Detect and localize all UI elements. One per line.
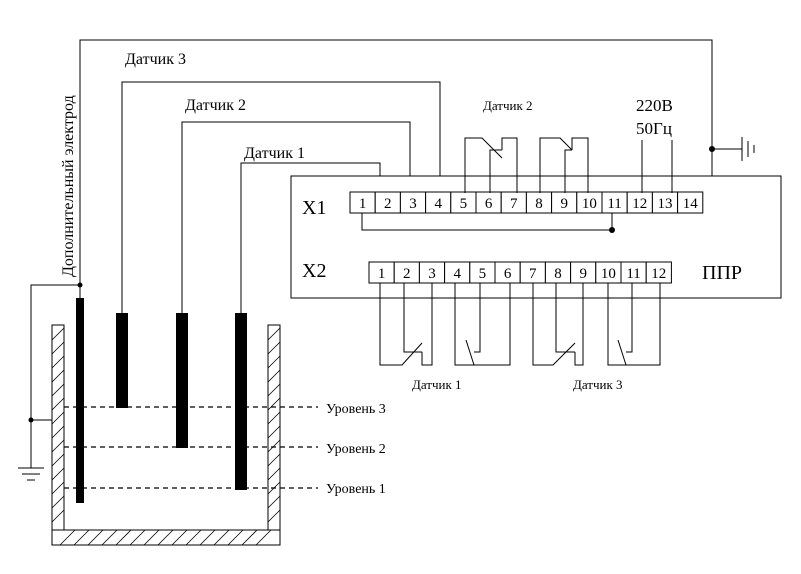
x2-terminal-label-5: 5 — [479, 266, 487, 282]
tank — [51, 324, 281, 546]
extra-electrode-label: Дополнительный электрод — [60, 95, 77, 277]
connector-x2-label: X2 — [302, 260, 326, 282]
x1-terminal-label-5: 5 — [460, 196, 468, 212]
x2-terminal-label-4: 4 — [453, 266, 461, 282]
extra-electrode — [76, 298, 84, 503]
x1-terminal-label-3: 3 — [409, 196, 417, 212]
power-supply — [641, 137, 755, 193]
x1-terminal-label-2: 2 — [384, 196, 392, 212]
x2-terminal-label-8: 8 — [554, 266, 562, 282]
supply-frequency-label: 50Гц — [636, 119, 672, 138]
x2-terminal-label-1: 1 — [378, 266, 386, 282]
x2-terminal-label-12: 12 — [651, 266, 666, 282]
electrode-sensor-2 — [176, 313, 188, 448]
x2-terminal-12 — [645, 261, 672, 284]
level-1-label: Уровень 1 — [326, 482, 386, 497]
x1-terminal-label-8: 8 — [535, 196, 543, 212]
x2-terminal-label-11: 11 — [626, 266, 640, 282]
x2-terminal-label-2: 2 — [403, 266, 411, 282]
sensor-3-label: Датчик 3 — [125, 51, 186, 68]
electrode-sensor-1 — [235, 313, 247, 490]
level-2-label: Уровень 2 — [326, 442, 386, 457]
x2-terminal-label-6: 6 — [504, 266, 512, 282]
x1-terminal-label-10: 10 — [582, 196, 597, 212]
x1-terminal-label-1: 1 — [359, 196, 367, 212]
x1-terminal-label-13: 13 — [658, 196, 673, 212]
sensor-2-label: Датчик 2 — [185, 97, 246, 114]
sensor-1-contacts — [379, 283, 511, 366]
x1-terminal-label-9: 9 — [560, 196, 568, 212]
x2-terminal-label-10: 10 — [601, 266, 616, 282]
x1-terminal-label-6: 6 — [485, 196, 493, 212]
sensor-1-label: Датчик 1 — [244, 145, 305, 162]
device-label: ППР — [702, 262, 742, 284]
sensor-2-contacts-label: Датчик 2 — [483, 98, 533, 113]
x2-terminal-label-3: 3 — [428, 266, 436, 282]
x1-terminal-label-7: 7 — [510, 196, 518, 212]
x1-terminal-label-14: 14 — [683, 196, 699, 212]
x2-terminal-label-9: 9 — [579, 266, 587, 282]
sensor-1-contacts-label: Датчик 1 — [412, 377, 462, 392]
sensor-2-contacts — [464, 137, 589, 193]
x1-terminal-label-12: 12 — [632, 196, 647, 212]
x1-terminal-label-4: 4 — [434, 196, 442, 212]
level-3-label: Уровень 3 — [326, 402, 386, 417]
electrode-sensor-3 — [116, 313, 128, 408]
level-lines — [64, 406, 318, 489]
connector-x1-label: X1 — [302, 197, 326, 219]
supply-voltage-label: 220В — [636, 96, 673, 115]
electrode-wires — [79, 39, 713, 313]
x1-terminal-14 — [677, 191, 704, 214]
sensor-3-contacts — [532, 283, 661, 366]
x2-terminal-label-7: 7 — [529, 266, 537, 282]
x1-common-bus — [361, 213, 615, 233]
x1-terminal-label-11: 11 — [607, 196, 621, 212]
sensor-3-contacts-label: Датчик 3 — [573, 377, 623, 392]
tank-ground — [18, 282, 83, 481]
